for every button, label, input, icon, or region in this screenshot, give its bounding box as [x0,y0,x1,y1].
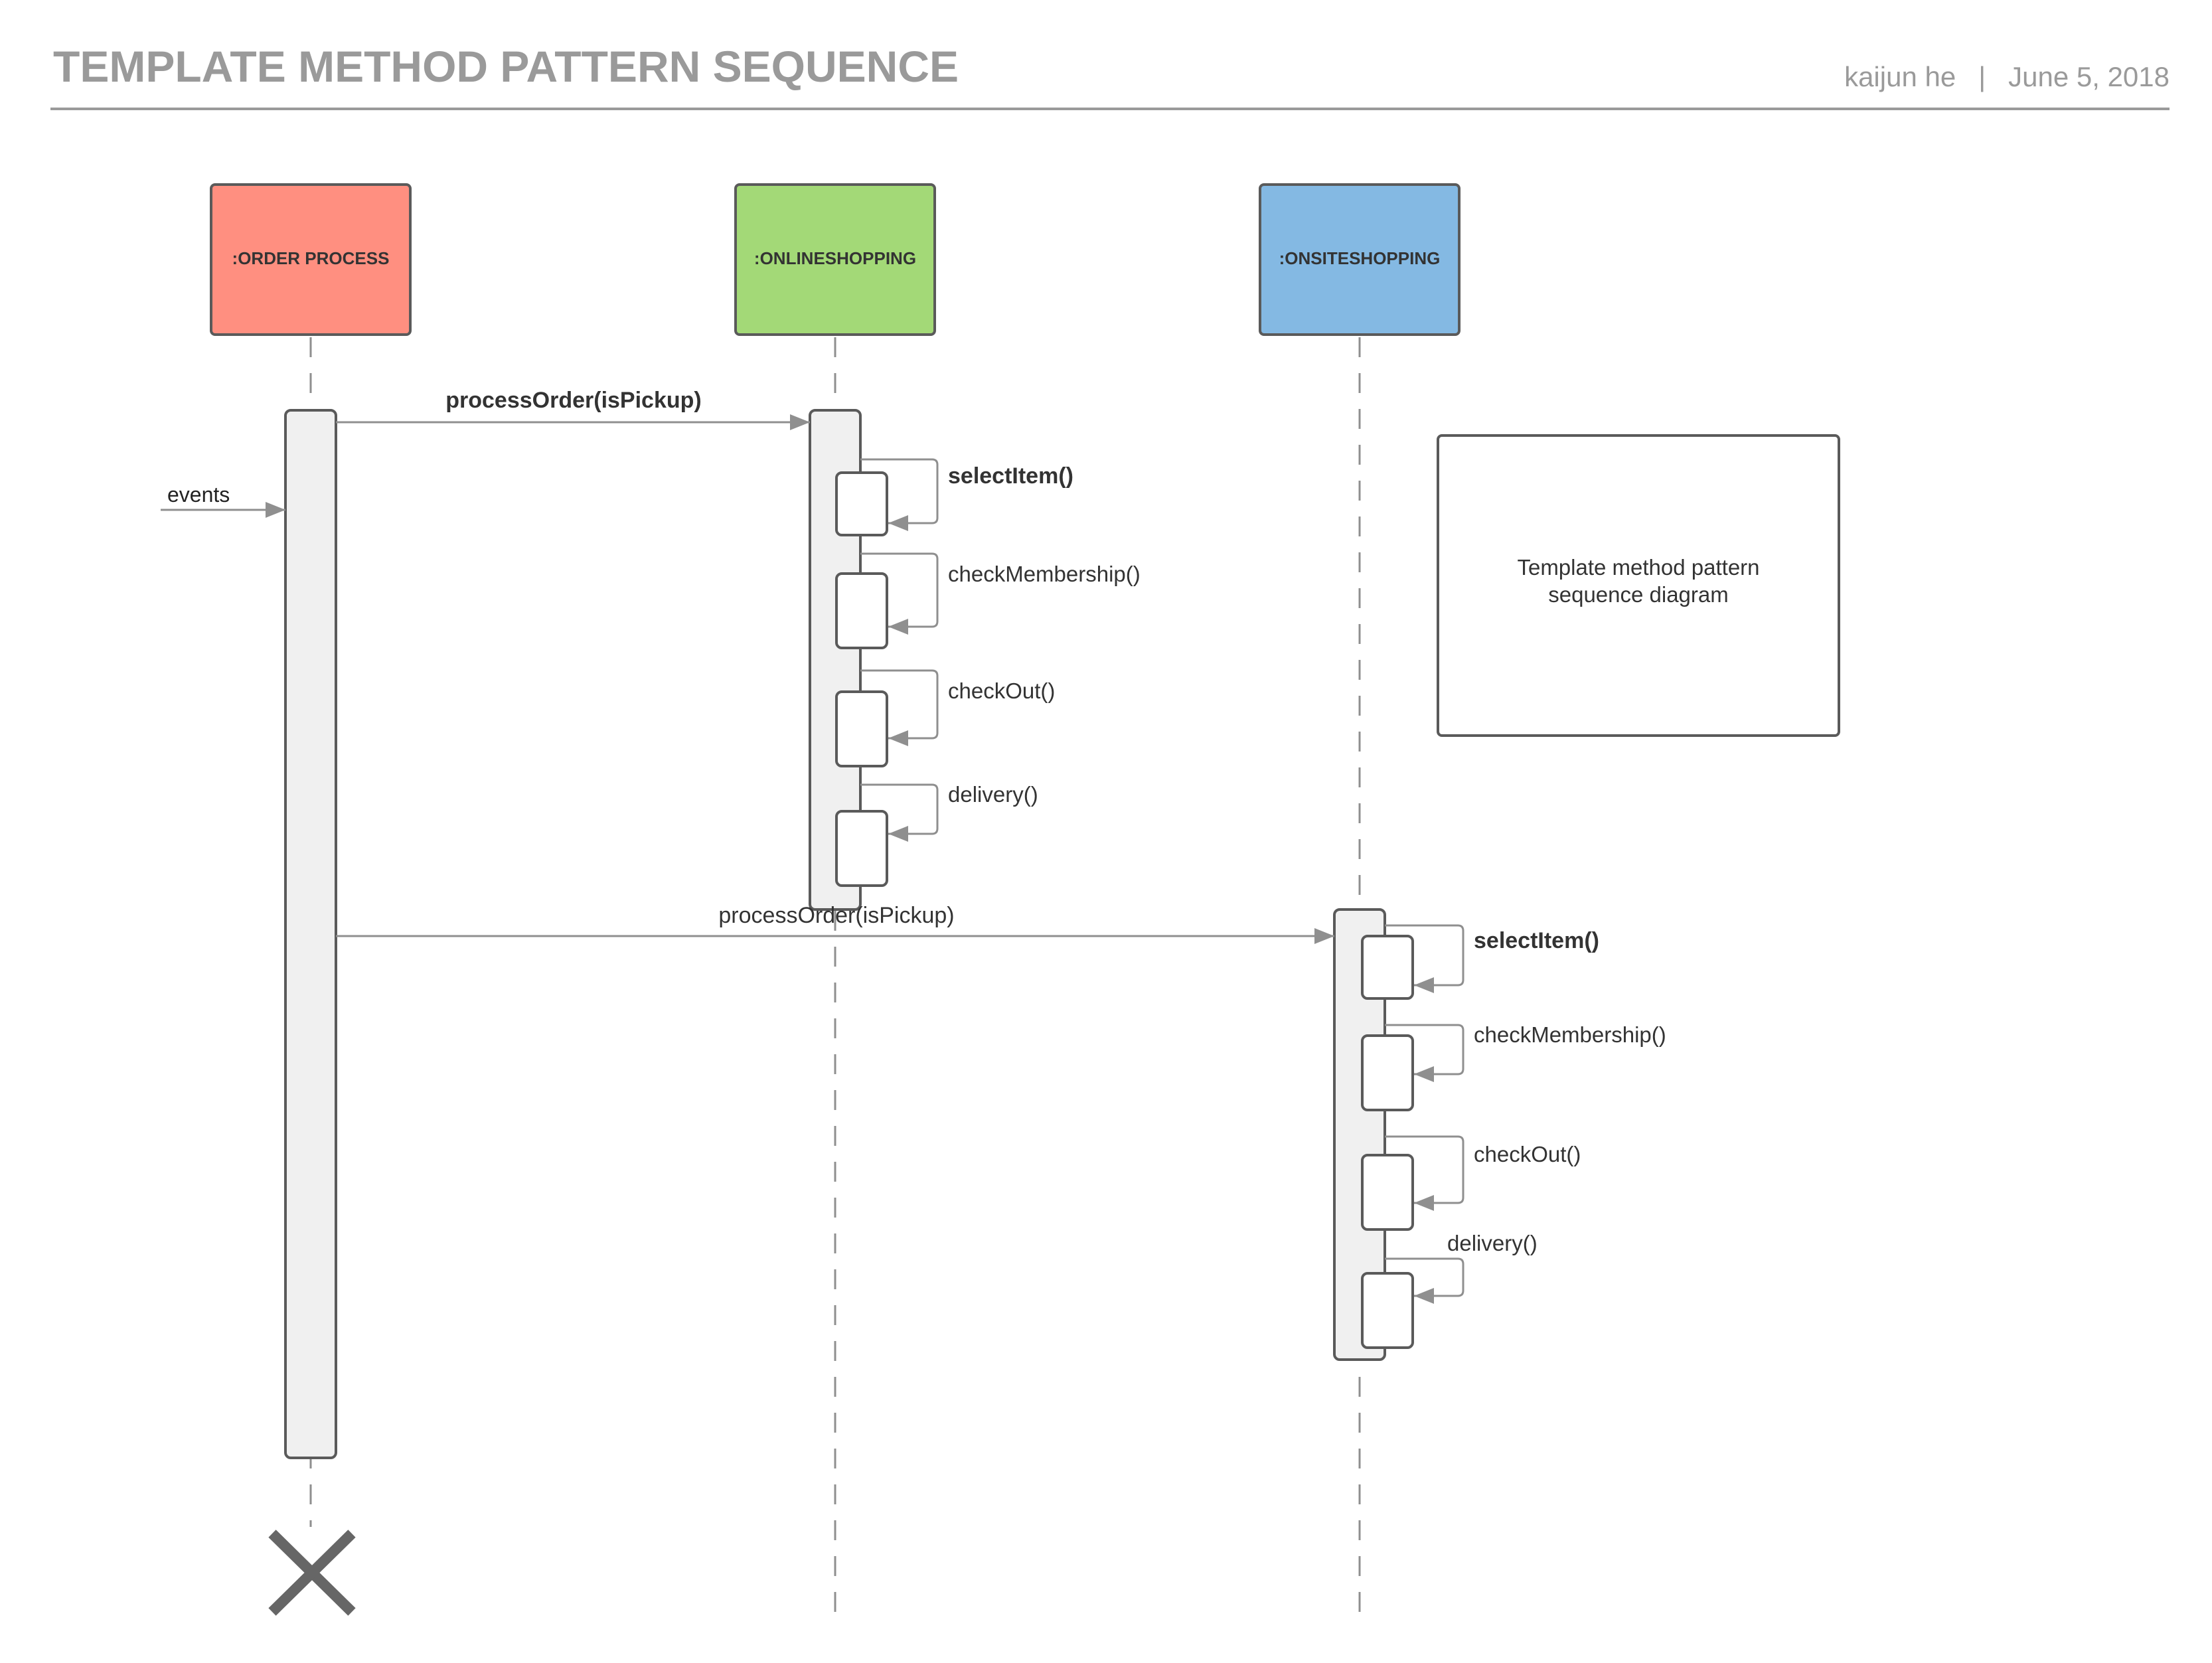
onsite-check-out-label: checkOut() [1474,1142,1581,1166]
header-date: June 5, 2018 [2008,61,2170,92]
online-check-membership-activation[interactable] [835,572,888,649]
onsite-check-membership-activation[interactable] [1361,1034,1414,1111]
note-frame[interactable] [1437,434,1840,737]
lifeline-label-onsite-shopping: :ONSITESHOPPING [1279,248,1441,268]
onsite-check-membership-call: checkMembership() [1361,1022,1666,1111]
header-meta: kaijun he | June 5, 2018 [1844,61,2170,93]
onsite-check-out-loop-arrow [1385,1135,1464,1211]
online-check-membership-call: checkMembership() [835,552,1141,649]
online-delivery-call: delivery() [835,782,1038,887]
lifeline-online-shopping: :ONLINESHOPPING [734,183,936,1613]
events-label: events [167,483,230,507]
online-select-item-call: selectItem() [835,458,1073,536]
onsite-select-item-label: selectItem() [1474,928,1599,953]
author-name: kaijun he [1844,61,1956,92]
onsite-select-item-loop-arrow [1385,924,1464,993]
process-order-onsite-message: processOrder(isPickup) [336,903,1334,944]
lifeline-label-order-process: :ORDER PROCESS [232,248,390,268]
activation-order-process[interactable] [284,409,337,1459]
lifeline-head-onsite-shopping[interactable] [1259,183,1461,336]
online-self-calls: selectItem() checkMembership() checkOut() d… [835,458,1141,887]
lifeline-head-online-shopping[interactable] [734,183,936,336]
onsite-check-out-call: checkOut() [1361,1135,1581,1231]
online-delivery-loop-arrow [860,783,939,842]
onsite-select-item-call: selectItem() [1361,924,1599,1000]
online-check-out-label: checkOut() [948,678,1055,703]
note-box: Template method pattern sequence diagram [1437,434,1840,737]
activation-onsite-shopping[interactable] [1333,908,1386,1361]
process-order-online-message: processOrder(isPickup) [336,388,810,430]
online-select-item-label: selectItem() [948,463,1073,489]
header-separator: | [1978,61,1986,92]
onsite-check-membership-loop-arrow [1385,1024,1464,1082]
online-select-item-activation[interactable] [835,471,888,536]
onsite-delivery-call: delivery() [1361,1231,1538,1349]
lifeline-head-order-process[interactable] [210,183,412,336]
header-rule [50,108,2170,110]
lifeline-label-online-shopping: :ONLINESHOPPING [754,248,916,268]
events-message: events [161,483,285,518]
online-check-out-call: checkOut() [835,669,1055,767]
online-delivery-activation[interactable] [835,810,888,887]
note-line-2: sequence diagram [1548,582,1729,607]
process-order-onsite-label: processOrder(isPickup) [718,903,954,928]
page-title: TEMPLATE METHOD PATTERN SEQUENCE [53,42,959,91]
onsite-delivery-loop-arrow [1385,1257,1464,1304]
lifeline-onsite-shopping: :ONSITESHOPPING [1259,183,1461,1613]
onsite-delivery-activation[interactable] [1361,1272,1414,1349]
online-check-membership-label: checkMembership() [948,562,1141,586]
onsite-select-item-activation[interactable] [1361,935,1414,1000]
process-order-online-label: processOrder(isPickup) [445,388,701,413]
online-check-out-loop-arrow [860,669,939,746]
note-line-1: Template method pattern [1517,555,1759,580]
onsite-delivery-label: delivery() [1447,1231,1538,1255]
online-check-membership-loop-arrow [860,552,939,635]
online-select-item-loop-arrow [860,458,939,531]
online-check-out-activation[interactable] [835,690,888,767]
onsite-check-membership-label: checkMembership() [1474,1022,1666,1047]
x-mark-icon [268,1530,356,1616]
online-delivery-label: delivery() [948,782,1038,807]
onsite-self-calls: selectItem() checkMembership() checkOut() d… [1361,924,1666,1349]
lifeline-order-process: :ORDER PROCESS [210,183,412,1527]
onsite-check-out-activation[interactable] [1361,1154,1414,1231]
